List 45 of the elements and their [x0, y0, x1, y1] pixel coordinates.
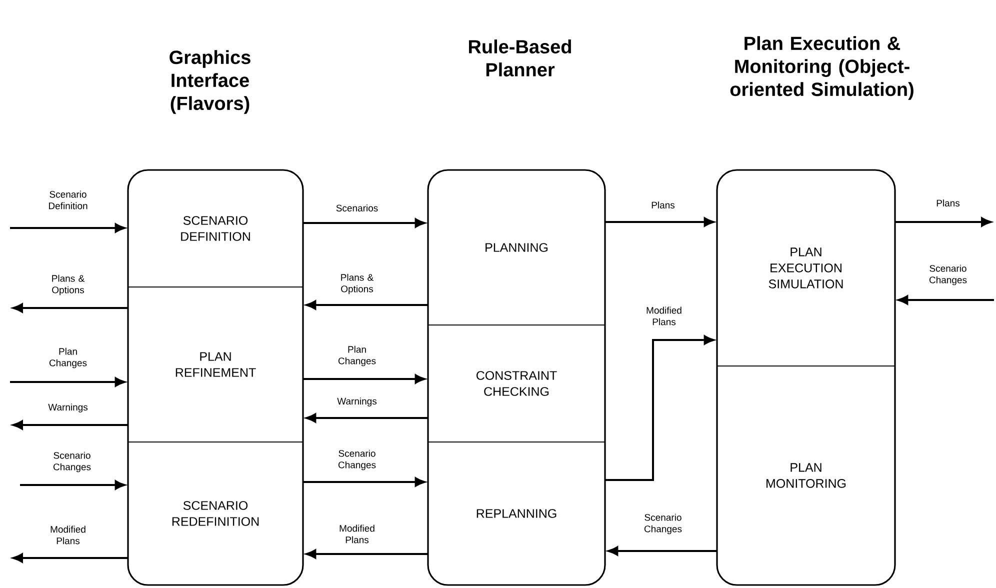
edge-label: Scenario Definition: [49, 190, 88, 210]
arrow: [895, 217, 992, 227]
node-label: Rule-Based Planner: [469, 40, 571, 76]
arrow: [303, 477, 426, 487]
edge-label: Modified Plans: [646, 306, 682, 326]
edge-label: Scenario Changes: [53, 452, 91, 472]
arrow: [306, 300, 428, 310]
arrow: [12, 420, 128, 430]
edge-label: Warnings: [337, 398, 377, 406]
edge-label: Modified Plans: [340, 524, 374, 544]
arrow: [306, 413, 428, 423]
section-box: REPLANNING: [428, 442, 606, 566]
arrow: [306, 549, 428, 559]
arrow: [303, 218, 426, 228]
edge-label: Plan Changes: [338, 346, 376, 366]
edge-label: Plans & Options: [341, 274, 374, 294]
arrow: [303, 374, 426, 384]
section-box: PLANNING: [428, 190, 606, 326]
section-box: CONSTRAINT CHECKING: [428, 324, 606, 442]
edge-label: Scenario Changes: [929, 264, 967, 286]
edge-label: Plans & Options: [52, 274, 84, 296]
node-label: Plan Execution & Monitoring (Object-oriented Simulation): [730, 36, 914, 100]
edge-label: Warnings: [48, 404, 88, 412]
arrow: [898, 295, 994, 305]
edge-label: Plans: [936, 200, 960, 206]
section-box: PLAN REFINEMENT: [128, 286, 304, 442]
edge-label: Scenario Changes: [644, 514, 682, 534]
section-box: SCENARIO REDEFINITION: [128, 442, 304, 566]
arrow: [605, 335, 714, 481]
arrow: [20, 480, 126, 490]
edge-label: Scenario Changes: [338, 450, 376, 470]
edge-label: Plans: [652, 202, 675, 208]
edge-label: Scenarios: [336, 204, 378, 212]
arrow: [10, 377, 126, 387]
arrow: [12, 553, 128, 563]
edge-label: Plan Changes: [49, 348, 87, 368]
arrow: [608, 546, 717, 556]
section-box: PLAN MONITORING: [716, 366, 896, 566]
node-label: Graphics Interface (Flavors): [170, 50, 250, 114]
arrow: [10, 223, 126, 233]
arrow: [605, 217, 714, 227]
arrow: [12, 303, 128, 313]
section-box: PLAN EXECUTION SIMULATION: [716, 190, 896, 366]
edge-label: Modified Plans: [50, 526, 86, 544]
section-box: SCENARIO DEFINITION: [128, 190, 304, 288]
